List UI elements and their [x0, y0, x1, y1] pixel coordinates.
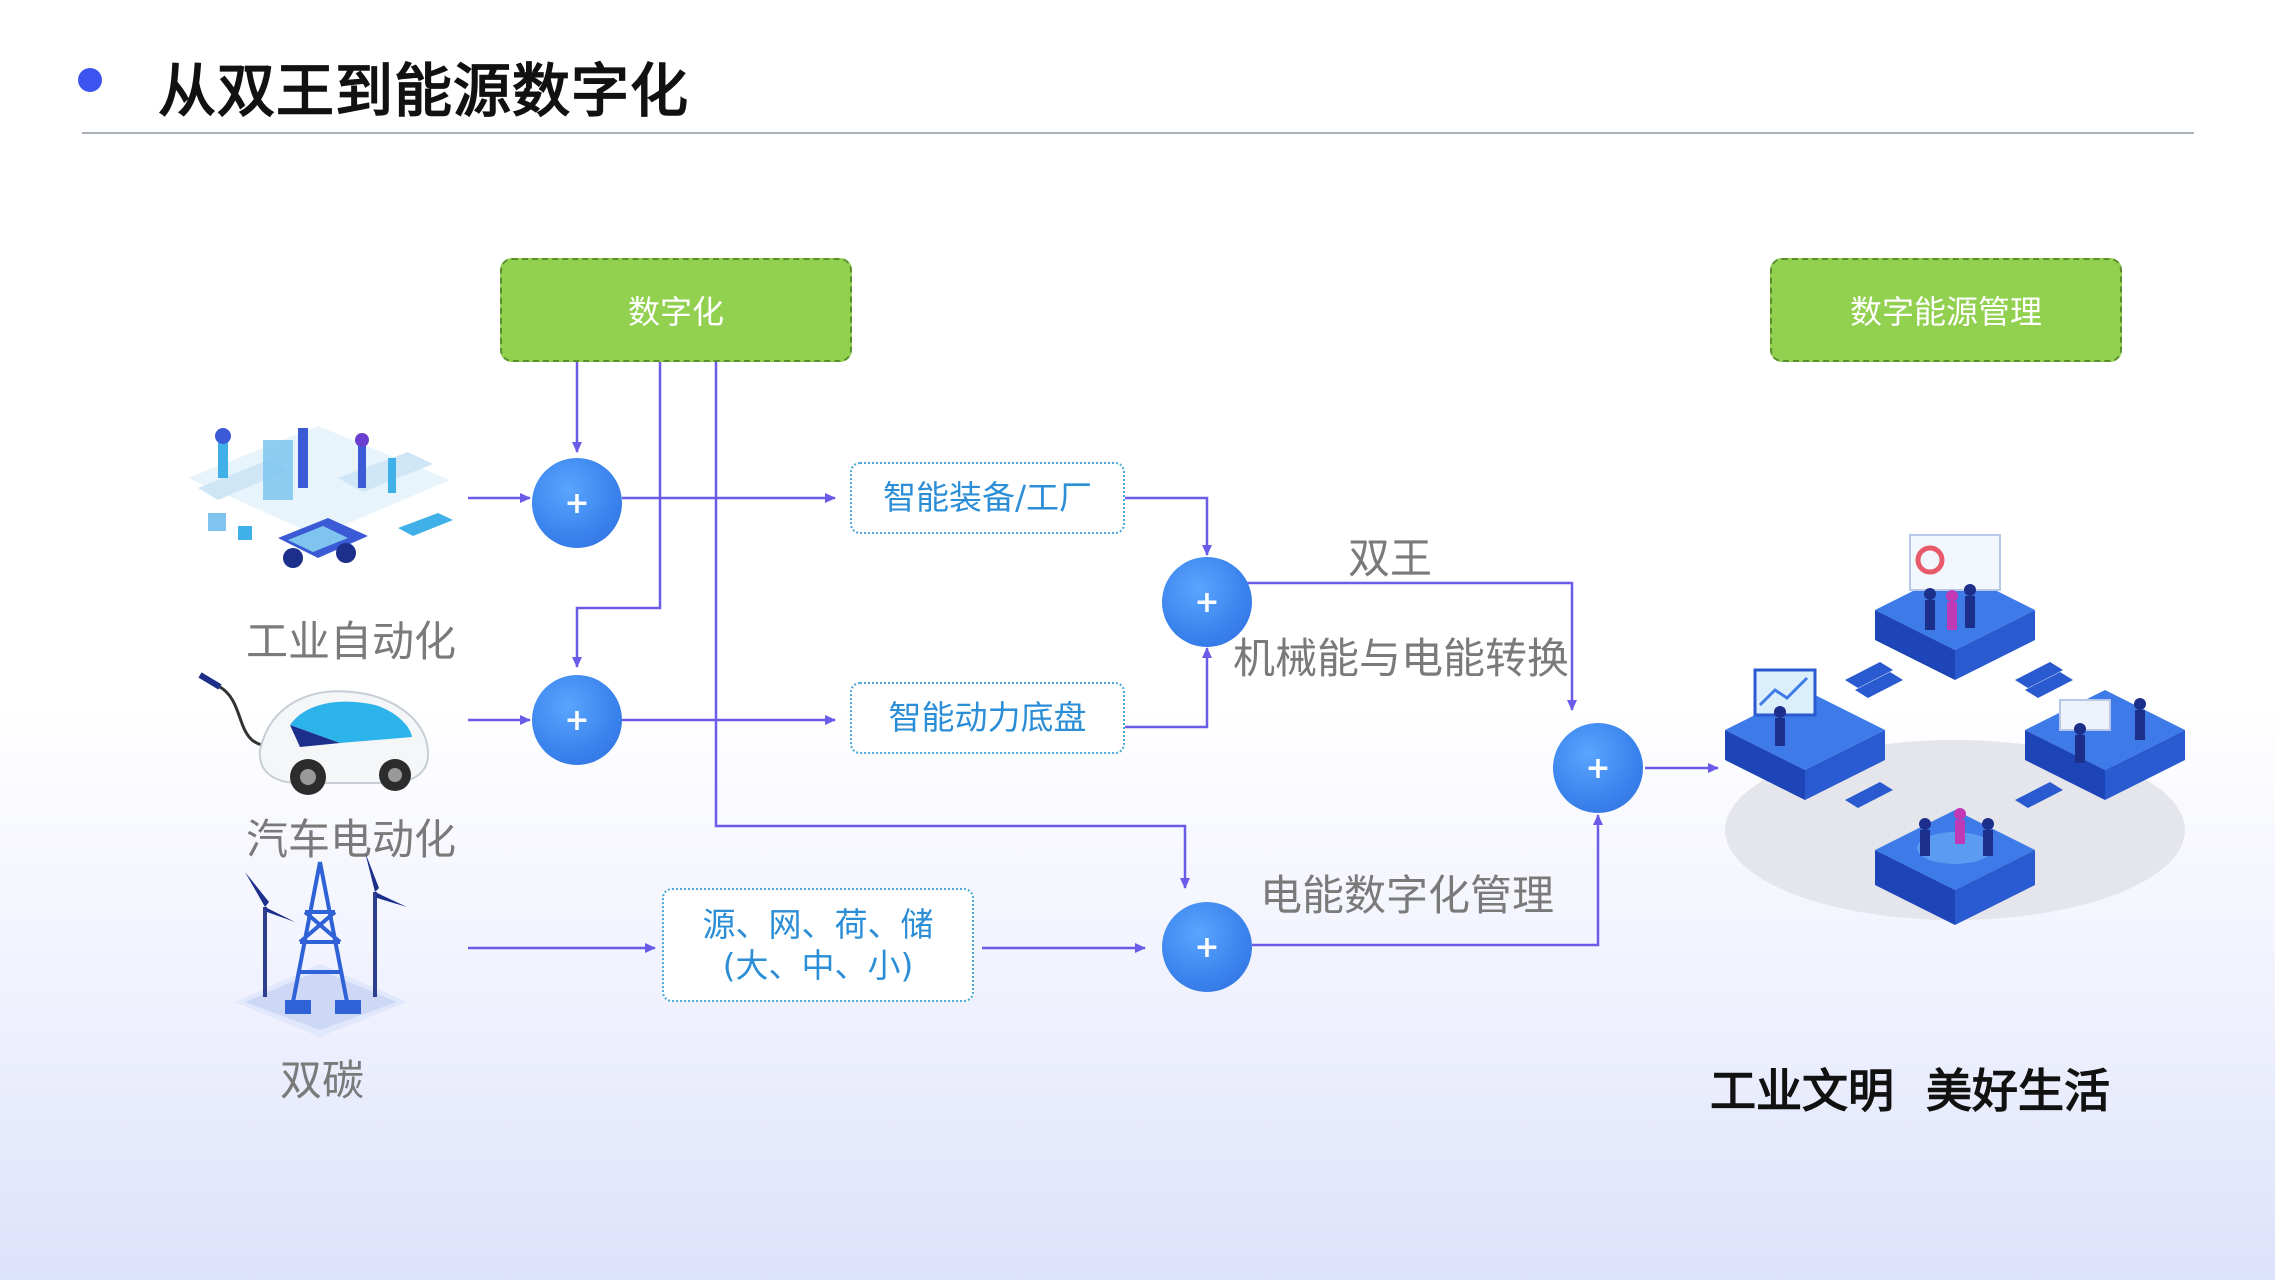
energy-conversion-label: 机械能与电能转换 [1233, 634, 1570, 683]
connector-digitization-to-plus2 [572, 362, 662, 668]
digital-energy-mgmt-box: 数字能源管理 [1770, 258, 2122, 362]
wind-power-illustration-icon [235, 852, 407, 1037]
connector-chassis-to-plus3 [1125, 647, 1212, 729]
source-grid-box: 源、网、荷、储 (大、中、小) [662, 888, 974, 1002]
business-platform-illustration-icon [1725, 534, 2185, 925]
connector-digitization-to-plus4 [714, 362, 1190, 889]
connector-plus3-to-plus5 [1230, 581, 1577, 711]
connector-plus4-to-plus5 [1252, 814, 1603, 947]
source-grid-line1: 源、网、荷、储 [702, 904, 934, 944]
dual-king-label: 双王 [1348, 534, 1433, 583]
factory-illustration-icon [188, 426, 453, 568]
industrial-automation-label: 工业自动化 [246, 617, 457, 666]
power-digital-mgmt-label: 电能数字化管理 [1260, 871, 1555, 920]
plus-node-automation: + [532, 458, 622, 548]
smart-chassis-box: 智能动力底盘 [850, 682, 1125, 754]
plus-node-power-digital: + [1162, 902, 1252, 992]
title-bullet-icon [78, 68, 102, 92]
slogan-text: 工业文明 美好生活 [1710, 1064, 2111, 1118]
plus-node-vehicle: + [532, 675, 622, 765]
plus-node-final: + [1553, 723, 1643, 813]
plus-node-dual-king: + [1162, 557, 1252, 647]
electric-car-illustration-icon [198, 672, 430, 795]
smart-equipment-box: 智能装备/工厂 [850, 462, 1125, 534]
title-divider [82, 132, 2194, 134]
dual-carbon-label: 双碳 [280, 1056, 365, 1105]
source-grid-line2: (大、中、小) [722, 946, 914, 985]
digitization-box: 数字化 [500, 258, 852, 362]
page-title: 从双王到能源数字化 [158, 57, 690, 125]
vehicle-electrification-label: 汽车电动化 [246, 815, 457, 864]
connector-equipment-to-plus3 [1125, 496, 1212, 556]
